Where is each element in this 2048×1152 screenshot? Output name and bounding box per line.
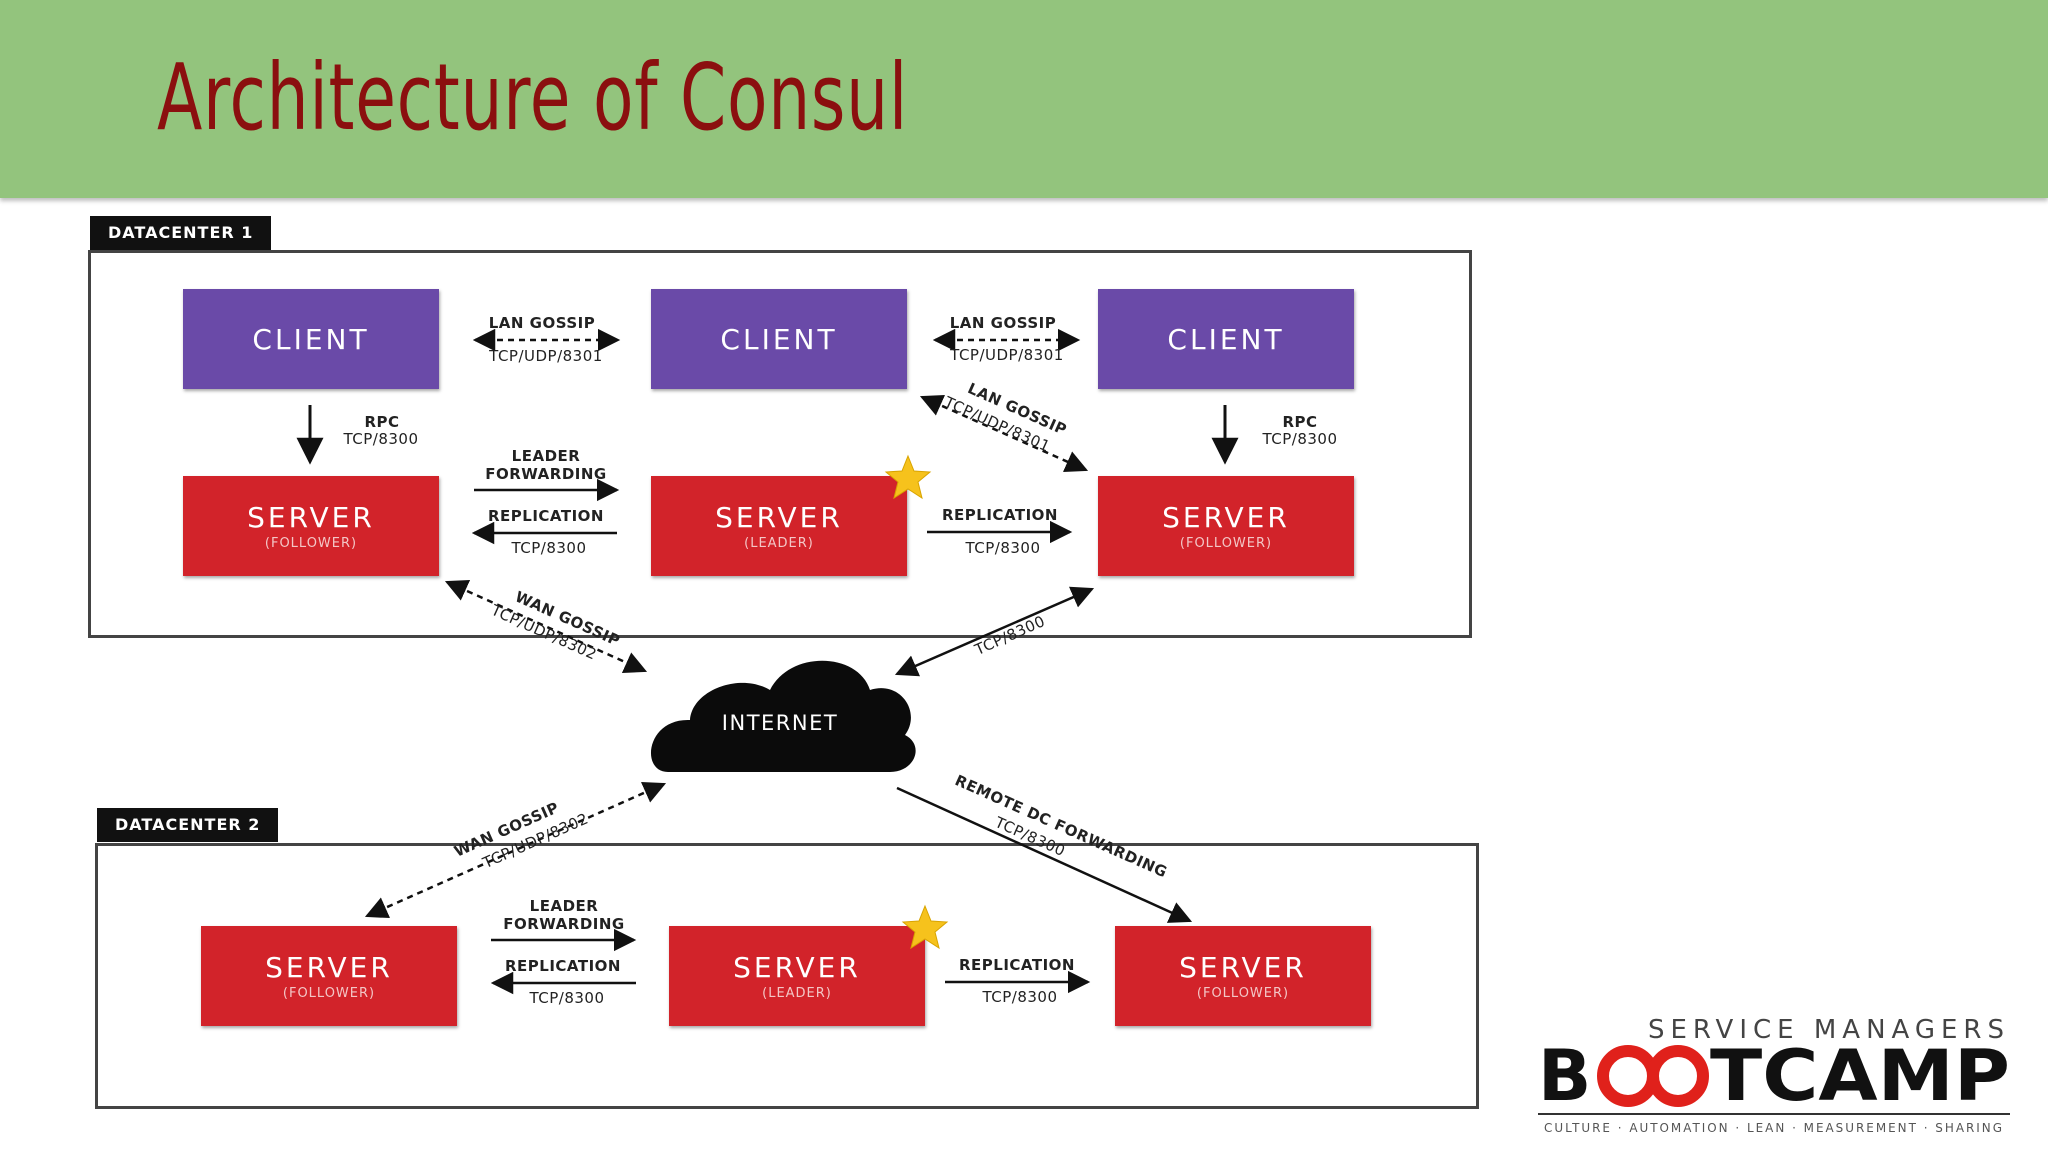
logo-o-ring-2 <box>1647 1045 1709 1107</box>
dc1-server-follower-right: SERVER (FOLLOWER) <box>1098 476 1354 576</box>
internet-cloud: INTERNET <box>650 660 916 772</box>
node-title: SERVER <box>1162 501 1290 534</box>
slide-title: Architecture of Consul <box>157 44 908 151</box>
remote-dc-forwarding-label: REMOTE DC FORWARDING <box>952 771 1170 881</box>
lan-gossip-label-1: LAN GOSSIP <box>489 314 596 332</box>
node-role: (FOLLOWER) <box>264 536 358 551</box>
leader-forwarding-label-dc1-a: LEADER <box>512 447 581 465</box>
node-role: (FOLLOWER) <box>1179 536 1273 551</box>
logo-tagline: CULTURE · AUTOMATION · LEAN · MEASUREMEN… <box>1544 1121 2004 1135</box>
replication-port-dc1-left: TCP/8300 <box>510 539 586 557</box>
leader-forwarding-label-dc2-b: FORWARDING <box>503 915 624 933</box>
rpc-label-right: RPC <box>1282 413 1317 431</box>
remote-dc-forwarding-arrow <box>896 786 1193 923</box>
node-title: SERVER <box>715 501 843 534</box>
dc2-server-follower-left: SERVER (FOLLOWER) <box>201 926 457 1026</box>
wan-gossip-arrow-dc1 <box>444 580 648 673</box>
internet-label: INTERNET <box>722 711 838 735</box>
node-title: CLIENT <box>720 322 838 356</box>
logo-top-line: SERVICE MANAGERS <box>1648 1015 2010 1045</box>
replication-port-dc2-right: TCP/8300 <box>981 988 1057 1006</box>
internet-to-dc1-arrow <box>894 586 1095 677</box>
replication-label-dc2-right: REPLICATION <box>959 956 1075 974</box>
replication-port-dc2-left: TCP/8300 <box>528 989 604 1007</box>
datacenter-2-frame <box>95 843 1479 1109</box>
leader-forwarding-label-dc1-b: FORWARDING <box>485 465 606 483</box>
node-role: (FOLLOWER) <box>282 986 376 1001</box>
rpc-label-left: RPC <box>364 413 399 431</box>
node-role: (LEADER) <box>744 536 814 551</box>
lan-gossip-port-1: TCP/UDP/8301 <box>488 347 603 365</box>
dc1-client-center: CLIENT <box>651 289 907 389</box>
logo-wordmark-rest: TCAMP <box>1710 1035 2010 1117</box>
lan-gossip-port-2: TCP/UDP/8301 <box>949 346 1064 364</box>
logo-o-ring-1 <box>1597 1045 1659 1107</box>
replication-port-dc1-right: TCP/8300 <box>964 539 1040 557</box>
datacenter-1-frame <box>88 250 1472 638</box>
leader-forwarding-label-dc2-a: LEADER <box>530 897 599 915</box>
node-role: (FOLLOWER) <box>1196 986 1290 1001</box>
dc1-client-left: CLIENT <box>183 289 439 389</box>
node-title: CLIENT <box>1167 322 1285 356</box>
dc1-client-right: CLIENT <box>1098 289 1354 389</box>
rpc-port-left: TCP/8300 <box>342 430 418 448</box>
datacenter-2-label: DATACENTER 2 <box>97 808 279 842</box>
node-title: CLIENT <box>252 322 370 356</box>
replication-label-dc1-right: REPLICATION <box>942 506 1058 524</box>
dc1-server-follower-left: SERVER (FOLLOWER) <box>183 476 439 576</box>
node-title: SERVER <box>247 501 375 534</box>
rpc-port-right: TCP/8300 <box>1261 430 1337 448</box>
datacenter-1-label: DATACENTER 1 <box>90 216 272 250</box>
lan-gossip-label-2: LAN GOSSIP <box>950 314 1057 332</box>
lan-gossip-diagonal-arrow <box>919 394 1089 473</box>
replication-label-dc1-left: REPLICATION <box>488 507 604 525</box>
slide-header: Architecture of Consul <box>0 0 2048 198</box>
node-role: (LEADER) <box>762 986 832 1001</box>
node-title: SERVER <box>733 951 861 984</box>
dc1-server-leader: SERVER (LEADER) <box>651 476 907 576</box>
logo-wordmark-b: B <box>1538 1035 1591 1117</box>
node-title: SERVER <box>265 951 393 984</box>
dc2-server-follower-right: SERVER (FOLLOWER) <box>1115 926 1371 1026</box>
replication-label-dc2-left: REPLICATION <box>505 957 621 975</box>
node-title: SERVER <box>1179 951 1307 984</box>
dc2-server-leader: SERVER (LEADER) <box>669 926 925 1026</box>
bootcamp-logo: SERVICE MANAGERS B TCAMP CULTURE · AUTOM… <box>1534 1010 2014 1138</box>
bootcamp-logo-graphic: SERVICE MANAGERS B TCAMP CULTURE · AUTOM… <box>1538 1015 2010 1135</box>
